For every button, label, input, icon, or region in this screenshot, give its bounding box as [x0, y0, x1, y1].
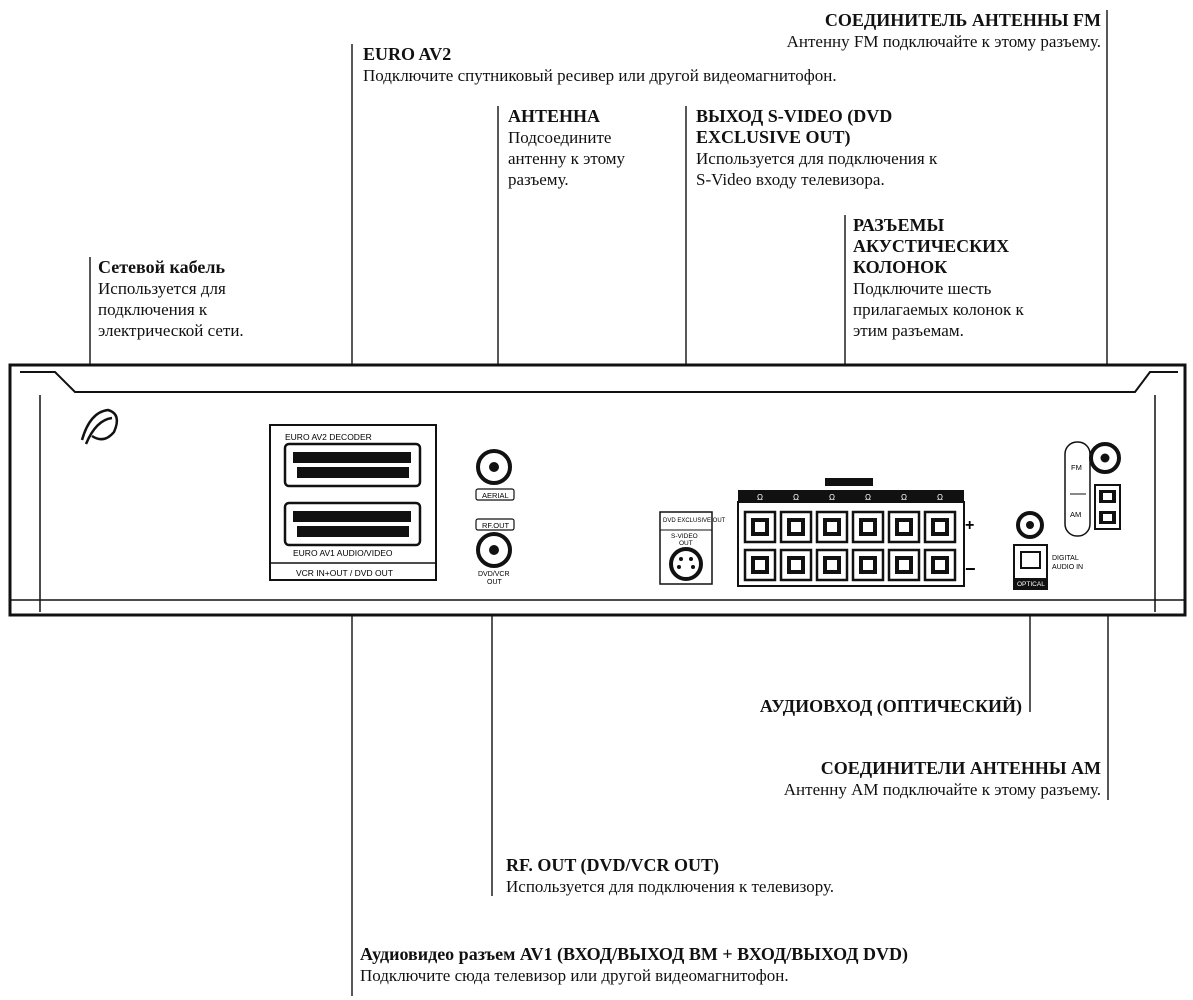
- speaker-terminal-hole: [935, 560, 945, 570]
- digital-audio-label-1: DIGITAL: [1052, 555, 1079, 562]
- vcr-dvd-out-label: VCR IN+OUT / DVD OUT: [296, 568, 393, 578]
- speaker-terminal-hole: [791, 560, 801, 570]
- callout-optical: АУДИОВХОД (ОПТИЧЕСКИЙ): [760, 696, 1022, 717]
- ohm-label: Ω: [937, 493, 943, 502]
- aerial-label: AERIAL: [482, 491, 509, 500]
- panel-body: [8, 363, 1187, 617]
- callout-title: АУДИОВХОД (ОПТИЧЕСКИЙ): [759, 696, 1022, 716]
- fm-label: FM: [1071, 463, 1082, 472]
- callout-euro-av2: EURO AV2 Подключите спутниковый ресивер …: [363, 44, 837, 86]
- callout-desc: Антенну FM подключайте к этому разъему.: [786, 32, 1101, 51]
- speaker-terminal-hole: [791, 522, 801, 532]
- euro-av1-label: EURO AV1 AUDIO/VIDEO: [293, 548, 393, 558]
- digital-audio-label-2: AUDIO IN: [1052, 564, 1083, 571]
- callout-am-antenna: СОЕДИНИТЕЛИ АНТЕННЫ АМ Антенну АМ подклю…: [784, 758, 1101, 800]
- callout-title: EURO AV2: [363, 44, 452, 64]
- dvd-vcr-out-label-1: DVD/VCR: [478, 571, 510, 578]
- callout-title: Аудиовидео разъем AV1 (ВХОД/ВЫХОД ВМ + В…: [360, 944, 909, 964]
- callout-title: RF. OUT (DVD/VCR OUT): [506, 855, 720, 875]
- callout-title: Сетевой кабель: [98, 257, 225, 277]
- speaker-terminal-hole: [755, 522, 765, 532]
- fm-am-antenna-block: FM AM: [1064, 441, 1121, 537]
- plus-label: +: [965, 517, 974, 534]
- speaker-terminal-hole: [899, 560, 909, 570]
- optical-label: OPTICAL: [1017, 581, 1045, 588]
- callout-title: ВЫХОД S-VIDEO (DVD EXCLUSIVE OUT): [696, 106, 893, 147]
- speaker-terminal-minus: [923, 548, 957, 582]
- ohm-label: Ω: [865, 493, 871, 502]
- speaker-terminal-hole: [863, 522, 873, 532]
- callout-desc: Подключите шесть прилагаемых колонок к э…: [853, 279, 1024, 340]
- rf-out-connector: RF.OUT DVD/VCR OUT: [475, 518, 515, 586]
- callout-desc: Подключите сюда телевизор или другой вид…: [360, 966, 789, 985]
- callout-svideo: ВЫХОД S-VIDEO (DVD EXCLUSIVE OUT) Исполь…: [696, 106, 937, 190]
- callout-fm-antenna: СОЕДИНИТЕЛЬ АНТЕННЫ FM Антенну FM подклю…: [787, 10, 1101, 52]
- callout-desc: Используется для подключения к S-Video в…: [696, 149, 938, 189]
- rf-out-label: RF.OUT: [482, 521, 510, 530]
- minus-label: −: [965, 559, 976, 579]
- speaker-terminal-minus: [743, 548, 777, 582]
- callout-desc: Подключите спутниковый ресивер или друго…: [363, 66, 837, 85]
- callout-title: СОЕДИНИТЕЛЬ АНТЕННЫ FM: [824, 10, 1101, 30]
- speaker-terminal-hole: [755, 560, 765, 570]
- callout-title: АНТЕННА: [508, 106, 601, 126]
- euro-av2-decoder-label: EURO AV2 DECODER: [285, 432, 372, 442]
- callout-desc: Используется для подключения к телевизор…: [506, 877, 835, 896]
- callout-desc: Антенну АМ подключайте к этому разъему.: [783, 780, 1101, 799]
- svideo-label-2: OUT: [679, 540, 693, 547]
- callout-antenna: АНТЕННА Подсоедините антенну к этому раз…: [508, 106, 625, 190]
- speaker-terminal-hole: [935, 522, 945, 532]
- speaker-terminal-minus: [779, 548, 813, 582]
- speaker-terminal-hole: [827, 560, 837, 570]
- speaker-terminal-hole: [863, 560, 873, 570]
- callout-speakers: РАЗЪЕМЫ АКУСТИЧЕСКИХ КОЛОНОК Подключите …: [853, 215, 1024, 341]
- ohm-label: Ω: [757, 493, 763, 502]
- dvd-vcr-out-label-2: OUT: [487, 579, 503, 586]
- power-cord-icon: [80, 408, 119, 445]
- aerial-connector: AERIAL: [475, 449, 515, 501]
- speaker-terminals: + − Ω Ω Ω Ω Ω Ω: [737, 478, 976, 587]
- dvd-exclusive-label: DVD EXCLUSIVE OUT: [663, 518, 726, 524]
- callout-rf-out: RF. OUT (DVD/VCR OUT) Используется для п…: [506, 855, 834, 897]
- callout-title: СОЕДИНИТЕЛИ АНТЕННЫ АМ: [820, 758, 1101, 778]
- callout-title: РАЗЪЕМЫ АКУСТИЧЕСКИХ КОЛОНОК: [853, 215, 1010, 277]
- ohm-label: Ω: [829, 493, 835, 502]
- callout-power: Сетевой кабель Используется для подключе…: [98, 257, 244, 341]
- speaker-terminal-hole: [899, 522, 909, 532]
- scart-connector-av1: [283, 501, 422, 547]
- speaker-terminal-hole: [827, 522, 837, 532]
- svideo-connector: DVD EXCLUSIVE OUT S-VIDEO OUT: [659, 511, 726, 585]
- scart-connector-av2: [283, 442, 422, 488]
- euro-av-block: EURO AV2 DECODER EURO AV1 AUDIO/VIDEO VC…: [269, 424, 437, 581]
- digital-audio-in: OPTICAL DIGITAL AUDIO IN: [1013, 511, 1083, 590]
- ohm-label: Ω: [901, 493, 907, 502]
- svideo-label-1: S-VIDEO: [671, 533, 698, 540]
- ohm-label: Ω: [793, 493, 799, 502]
- callout-av1: Аудиовидео разъем AV1 (ВХОД/ВЫХОД ВМ + В…: [360, 944, 908, 986]
- am-label: AM: [1070, 510, 1081, 519]
- callout-desc: Используется для подключения к электриче…: [98, 279, 244, 340]
- callout-desc: Подсоедините антенну к этому разъему.: [508, 128, 626, 189]
